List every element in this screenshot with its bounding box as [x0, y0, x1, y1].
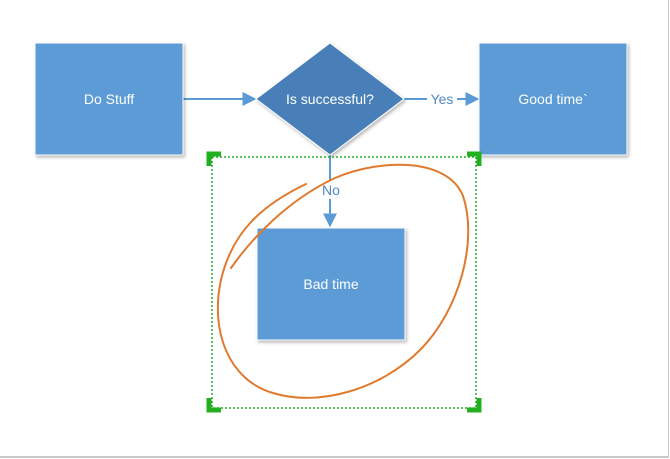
connector-no[interactable]: No: [318, 154, 344, 228]
bad-time-label: Bad time: [303, 276, 358, 292]
no-label-bg: [318, 180, 344, 199]
do-stuff-label: Do Stuff: [84, 91, 134, 107]
yes-label: Yes: [431, 91, 454, 107]
connector-yes[interactable]: Yes: [404, 89, 480, 108]
selection-box[interactable]: [206, 151, 482, 413]
selection-handle-top-right[interactable]: [467, 151, 482, 166]
good-time-label: Good time`: [518, 91, 587, 107]
selection-handle-bottom-left[interactable]: [206, 398, 221, 413]
no-label: No: [322, 182, 340, 198]
node-decision[interactable]: Is successful?: [255, 42, 405, 156]
yes-label-bg: [427, 89, 457, 108]
selection-handle-top-left[interactable]: [206, 151, 221, 166]
node-do-stuff[interactable]: Do Stuff: [34, 42, 184, 156]
decision-label: Is successful?: [286, 91, 374, 107]
annotation-circle: [216, 163, 470, 399]
node-good-time[interactable]: Good time`: [478, 42, 628, 156]
selection-handle-bottom-right[interactable]: [467, 398, 482, 413]
node-bad-time[interactable]: Bad time: [256, 227, 406, 341]
